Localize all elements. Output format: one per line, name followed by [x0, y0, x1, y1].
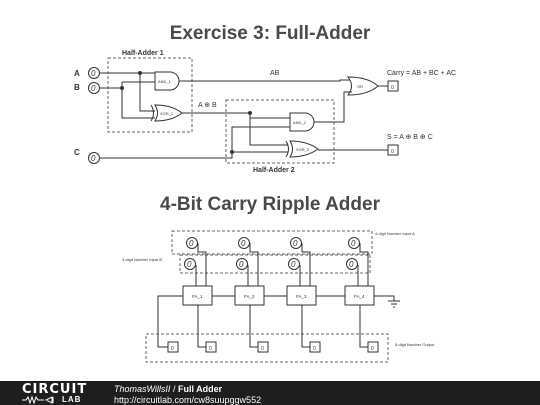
ripple-input-a-3[interactable] — [348, 237, 360, 249]
ripple-input-a-2[interactable] — [290, 237, 302, 249]
fa1-label: FA_1 — [192, 294, 203, 299]
output-group-box — [145, 333, 389, 363]
circuitlab-logo[interactable]: CIRCUIT LAB — [22, 383, 96, 405]
logo-wave-icon — [22, 395, 54, 404]
ripple-input-a-value-0: 0 — [189, 239, 194, 248]
wire-and2-or — [314, 91, 352, 123]
ripple-out-4 — [367, 341, 379, 353]
input-b-label: B — [74, 83, 80, 92]
ripple-input-b-value-1: 0 — [239, 260, 244, 269]
wire-ab — [179, 79, 350, 82]
ripple-out-0 — [167, 341, 179, 353]
input-a-node[interactable] — [88, 67, 100, 79]
ripple-out-3 — [309, 341, 321, 353]
input-b-group-box — [179, 254, 371, 274]
ripple-input-a-value-3: 0 — [351, 239, 356, 248]
gate-xor1-label: XOR_1 — [160, 111, 174, 116]
output-carry — [387, 80, 399, 92]
wire-axorb-label: A ⊕ B — [198, 102, 217, 109]
ripple-out-1 — [205, 341, 217, 353]
wires-sum — [197, 305, 368, 348]
ripple-input-b-2[interactable] — [288, 258, 300, 270]
wires-input-b — [195, 265, 359, 286]
ripple-input-a-value-1: 0 — [241, 239, 246, 248]
full-adder-title: Exercise 3: Full-Adder — [169, 23, 371, 44]
ripple-input-b-value-3: 0 — [349, 260, 354, 269]
gate-and2 — [289, 112, 315, 132]
half-adder-1-box — [107, 57, 193, 133]
input-c-label: C — [74, 148, 80, 157]
output-sum — [387, 144, 399, 156]
carry-output-value: 0 — [391, 85, 394, 91]
footer-circuit-name[interactable]: Full Adder — [177, 384, 223, 394]
gate-xor2 — [285, 140, 319, 158]
wire-a — [100, 72, 155, 112]
ripple-out-value-1: 0 — [209, 346, 212, 352]
footer-url[interactable]: http://circuitlab.com/cw8suupggw552 — [114, 395, 262, 405]
input-a-group-box — [171, 230, 373, 255]
gate-or — [346, 76, 379, 96]
ripple-input-a-value-2: 0 — [293, 239, 298, 248]
footer-bar — [0, 381, 540, 405]
wire-ab-label: AB — [270, 70, 280, 77]
input-a-value: 0 — [91, 69, 96, 78]
fa2-label: FA_2 — [244, 294, 255, 299]
ripple-out-value-4: 0 — [371, 346, 374, 352]
ripple-input-a-0[interactable] — [186, 237, 198, 249]
fa3-label: FA_3 — [296, 294, 307, 299]
input-b-node[interactable] — [88, 82, 100, 94]
wire-carry-chain — [212, 295, 400, 308]
footer-author[interactable]: ThomasWillsII — [114, 384, 171, 394]
half-adder-2-label: Half-Adder 2 — [253, 167, 295, 174]
input-b-group-label: 4-digit Number Input B — [122, 257, 162, 262]
ripple-input-b-0[interactable] — [184, 258, 196, 270]
footer-meta: ThomasWillsII / Full Adder — [114, 384, 222, 394]
ripple-out-value-3: 0 — [313, 346, 316, 352]
ripple-input-a-1[interactable] — [238, 237, 250, 249]
ripple-input-b-1[interactable] — [236, 258, 248, 270]
logo-text-top: CIRCUIT — [22, 382, 88, 397]
input-a-group-label: 4-digit Number Input A — [375, 231, 415, 236]
wire-axorb — [182, 112, 290, 146]
gate-or-label: OR — [357, 84, 363, 89]
footer-separator: / — [172, 384, 176, 394]
ripple-out-value-0: 0 — [171, 346, 174, 352]
gate-and2-label: AND_2 — [293, 120, 307, 125]
input-a-label: A — [74, 69, 80, 78]
output-group-label: 5-digit Number Output — [395, 342, 435, 347]
wire-carry-out-fa1 — [157, 295, 183, 348]
sum-label: S = A ⊕ B ⊕ C — [387, 134, 433, 141]
ripple-out-value-2: 0 — [261, 346, 264, 352]
fa4-label: FA_4 — [354, 294, 365, 299]
ripple-input-b-value-0: 0 — [187, 260, 192, 269]
carry-label: Carry = AB + BC + AC — [387, 70, 456, 77]
input-c-node[interactable] — [88, 152, 100, 164]
gate-xor2-label: XOR_2 — [296, 147, 310, 152]
input-c-value: 0 — [91, 154, 96, 163]
gate-and1 — [154, 71, 180, 91]
gate-xor1 — [150, 104, 183, 122]
logo-text-bottom: LAB — [62, 395, 82, 404]
ripple-out-2 — [257, 341, 269, 353]
wires-input-a — [197, 243, 369, 286]
ripple-adder-title: 4-Bit Carry Ripple Adder — [160, 194, 380, 215]
gate-and1-label: AND_1 — [158, 79, 172, 84]
ripple-input-b-3[interactable] — [346, 258, 358, 270]
ripple-input-b-value-2: 0 — [291, 260, 296, 269]
circuit-canvas: Half-Adder 1 Half-Adder 2 A B C 0 0 0 AN… — [74, 50, 456, 363]
sum-output-value: 0 — [391, 149, 394, 155]
half-adder-2-box — [225, 99, 335, 164]
input-b-value: 0 — [91, 84, 96, 93]
half-adder-1-label: Half-Adder 1 — [122, 50, 164, 57]
